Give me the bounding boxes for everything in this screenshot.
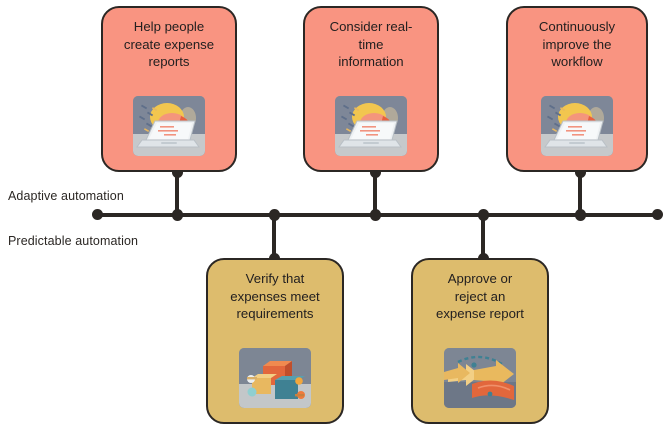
- card-title: Continuously improve the workflow: [538, 19, 616, 70]
- connector-top-3-dot-bottom: [574, 209, 586, 221]
- axis-node-7[interactable]: [651, 209, 663, 220]
- axis-node-1[interactable]: [91, 209, 103, 220]
- zone-label-predictable: Predictable automation: [8, 234, 139, 248]
- laptop-illustration-icon: [335, 96, 407, 156]
- connector-top-1-dot-top: [171, 166, 183, 178]
- laptop-illustration-icon: [133, 96, 205, 156]
- connector-bottom-2: [481, 215, 485, 258]
- connector-bottom-1: [272, 215, 276, 258]
- connector-top-3: [578, 172, 582, 215]
- zone-label-adaptive: Adaptive automation: [8, 189, 124, 203]
- milestone-card-bottom-2[interactable]: Approve or reject an expense report: [411, 258, 549, 424]
- cubes-illustration-icon: [239, 348, 311, 408]
- card-title: Approve or reject an expense report: [436, 271, 524, 322]
- connector-top-3-dot-top: [574, 166, 586, 178]
- connector-top-1: [175, 172, 179, 215]
- connector-bottom-2-dot-top: [477, 209, 489, 221]
- connector-top-1-dot-bottom: [171, 209, 183, 221]
- connector-top-2-dot-top: [369, 166, 381, 178]
- milestone-card-bottom-1[interactable]: Verify that expenses meet requirements: [206, 258, 344, 424]
- connector-top-2: [373, 172, 377, 215]
- milestone-card-top-2[interactable]: Consider real- time information: [303, 6, 439, 172]
- card-title: Consider real- time information: [329, 19, 413, 70]
- connector-bottom-1-dot-top: [268, 209, 280, 221]
- milestone-card-top-3[interactable]: Continuously improve the workflow: [506, 6, 648, 172]
- arrows-illustration-icon: [444, 348, 516, 408]
- connector-top-2-dot-bottom: [369, 209, 381, 221]
- milestone-card-top-1[interactable]: Help people create expense reports: [101, 6, 237, 172]
- laptop-illustration-icon: [541, 96, 613, 156]
- card-title: Verify that expenses meet requirements: [230, 271, 320, 322]
- card-title: Help people create expense reports: [123, 19, 215, 70]
